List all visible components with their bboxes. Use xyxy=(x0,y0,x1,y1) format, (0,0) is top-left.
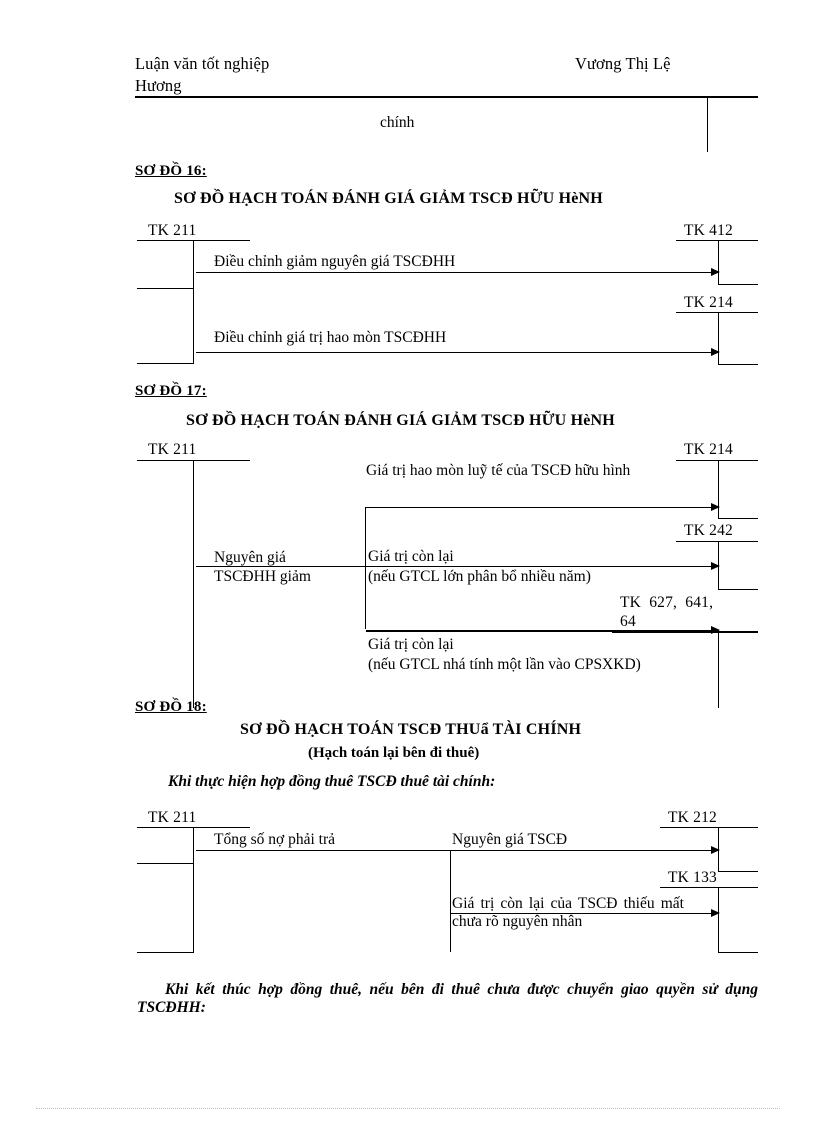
diagram-16-flow-1-arrowhead xyxy=(711,268,720,276)
diagram-18-flow-1-arrowhead xyxy=(711,846,720,854)
diagram-18-flow-1-line xyxy=(196,850,719,851)
diagram-18-tk133-bottom-bar xyxy=(718,952,758,953)
diagram-18-tk133-stem xyxy=(718,887,719,952)
diagram-17-tk214-stem xyxy=(718,460,719,518)
diagram-18-tk133-top-bar xyxy=(660,887,758,888)
diagram-17-branch-distributor xyxy=(365,507,366,629)
diagram-17-account-tk242: TK 242 xyxy=(684,522,733,539)
header-left-line1: Luận văn tốt nghiệp xyxy=(135,54,270,73)
diagram-18-account-tk133: TK 133 xyxy=(668,869,717,886)
diagram-17-tk627-stem xyxy=(718,631,719,708)
diagram-16-tk211-stem xyxy=(193,240,194,364)
diagram-16-tk214-bottom-bar xyxy=(718,364,758,365)
diagram-17-branch-3-line1: Giá trị còn lại xyxy=(368,636,454,653)
diagram-18-branch-2-label: Giá trị còn lại của TSCĐ thiếu mất chưa … xyxy=(452,895,684,931)
diagram-17-branch-3-line xyxy=(366,630,719,632)
header-rule xyxy=(135,96,758,98)
diagram-16-account-tk211: TK 211 xyxy=(148,222,197,239)
diagram-17-branch-2-line xyxy=(366,566,719,567)
diagram-16-flow-2-line xyxy=(196,352,719,353)
diagram-17-branch-1-arrowhead xyxy=(711,503,720,511)
diagram-18-title: SƠ ĐỒ HẠCH TOÁN TSCĐ THUẩ TÀI CHÍNH xyxy=(240,721,582,738)
diagram-16-tk412-top-bar xyxy=(676,240,758,241)
diagram-16-flow-2-arrowhead xyxy=(711,348,720,356)
diagram-18-tk212-top-bar xyxy=(660,827,758,828)
header-continuation-word: chính xyxy=(380,114,415,131)
diagram-17-tk214-bottom-bar xyxy=(718,518,758,519)
diagram-18-branch-1-label: Nguyên giá TSCĐ xyxy=(452,831,568,848)
diagram-18-left-label: Tổng số nợ phải trả xyxy=(214,831,335,848)
diagram-16-flow-2-label: Điều chỉnh giá trị hao mòn TSCĐHH xyxy=(214,329,447,346)
diagram-17-left-label-line2: TSCĐHH giảm xyxy=(214,568,311,585)
diagram-17-tk242-bottom-bar xyxy=(718,589,758,590)
diagram-18-subtitle: (Hạch toán lại bên đi thuê) xyxy=(308,745,480,761)
diagram-16-flow-1-line xyxy=(196,272,719,273)
diagram-18-intro-note: Khi thực hiện hợp đồng thuê TSCĐ thuê tà… xyxy=(168,773,496,790)
diagram-17-branch-3-arrowhead xyxy=(711,626,720,634)
diagram-16-tk211-bottom-bar xyxy=(137,363,194,364)
diagram-17-left-label-line1: Nguyên giá xyxy=(214,549,286,566)
diagram-17-branch-2-arrowhead xyxy=(711,562,720,570)
diagram-16-tk412-stem xyxy=(718,240,719,284)
diagram-18-branch-distributor xyxy=(450,850,451,952)
diagram-16-flow-1-label: Điều chỉnh giảm nguyên giá TSCĐHH xyxy=(214,253,456,270)
header-right: Vương Thị Lệ xyxy=(575,54,671,73)
diagram-16-account-tk412: TK 412 xyxy=(684,222,733,239)
diagram-18-account-tk211: TK 211 xyxy=(148,809,197,826)
diagram-16-tk214-stem xyxy=(718,312,719,364)
header-left-line2: Hương xyxy=(135,76,182,95)
diagram-17-account-tk627-line2: 64 xyxy=(620,613,636,630)
diagram-18-flow-2-arrowhead xyxy=(711,909,720,917)
diagram-18-tk211-mid-bar xyxy=(137,863,194,864)
header-right-vertical-rule xyxy=(707,98,708,152)
diagram-16-tk211-mid-bar xyxy=(137,288,194,289)
diagram-18-tk212-bottom-bar xyxy=(718,871,758,872)
diagram-18-tk211-stem xyxy=(193,827,194,952)
diagram-17-account-tk627-line1: TK 627, 641, xyxy=(620,594,714,611)
diagram-18-closing-note: Khi kết thúc hợp đồng thuê, nếu bên đi t… xyxy=(137,981,758,1017)
diagram-17-branch-1-line xyxy=(366,507,719,508)
footer-rule xyxy=(36,1108,780,1109)
diagram-17-branch-3-line2: (nếu GTCL nhá tính một lần vào CPSXKD) xyxy=(368,656,641,673)
diagram-17-branch-2-line1: Giá trị còn lại xyxy=(368,548,454,565)
diagram-17-branch-2-line2: (nếu GTCL lớn phân bổ nhiều năm) xyxy=(368,568,591,585)
diagram-16-tk214-top-bar xyxy=(676,312,758,313)
diagram-17-label: SƠ ĐỒ 17: xyxy=(135,383,207,399)
diagram-17-account-tk214: TK 214 xyxy=(684,441,733,458)
diagram-17-left-connector-line xyxy=(196,566,366,567)
diagram-17-tk627-top-bar xyxy=(612,631,758,633)
diagram-16-account-tk214: TK 214 xyxy=(684,294,733,311)
diagram-16-label: SƠ ĐỒ 16: xyxy=(135,163,207,179)
diagram-16-title: SƠ ĐỒ HẠCH TOÁN ĐÁNH GIÁ GIẢM TSCĐ HỮU H… xyxy=(174,190,603,207)
diagram-17-tk214-top-bar xyxy=(676,460,758,461)
diagram-17-tk211-stem xyxy=(193,460,194,708)
diagram-17-branch-1-label: Giá trị hao mòn luỹ tế của TSCĐ hữu hình xyxy=(366,462,631,479)
diagram-18-account-tk212: TK 212 xyxy=(668,809,717,826)
diagram-17-tk242-top-bar xyxy=(676,541,758,542)
diagram-17-title: SƠ ĐỒ HẠCH TOÁN ĐÁNH GIÁ GIẢM TSCĐ HỮU H… xyxy=(186,412,615,429)
diagram-18-label: SƠ ĐỒ 18: xyxy=(135,699,207,715)
diagram-18-flow-2-line xyxy=(451,913,719,914)
diagram-18-tk211-bottom-bar xyxy=(137,952,194,953)
diagram-17-account-tk211: TK 211 xyxy=(148,441,197,458)
diagram-16-tk412-bottom-bar xyxy=(718,284,758,285)
